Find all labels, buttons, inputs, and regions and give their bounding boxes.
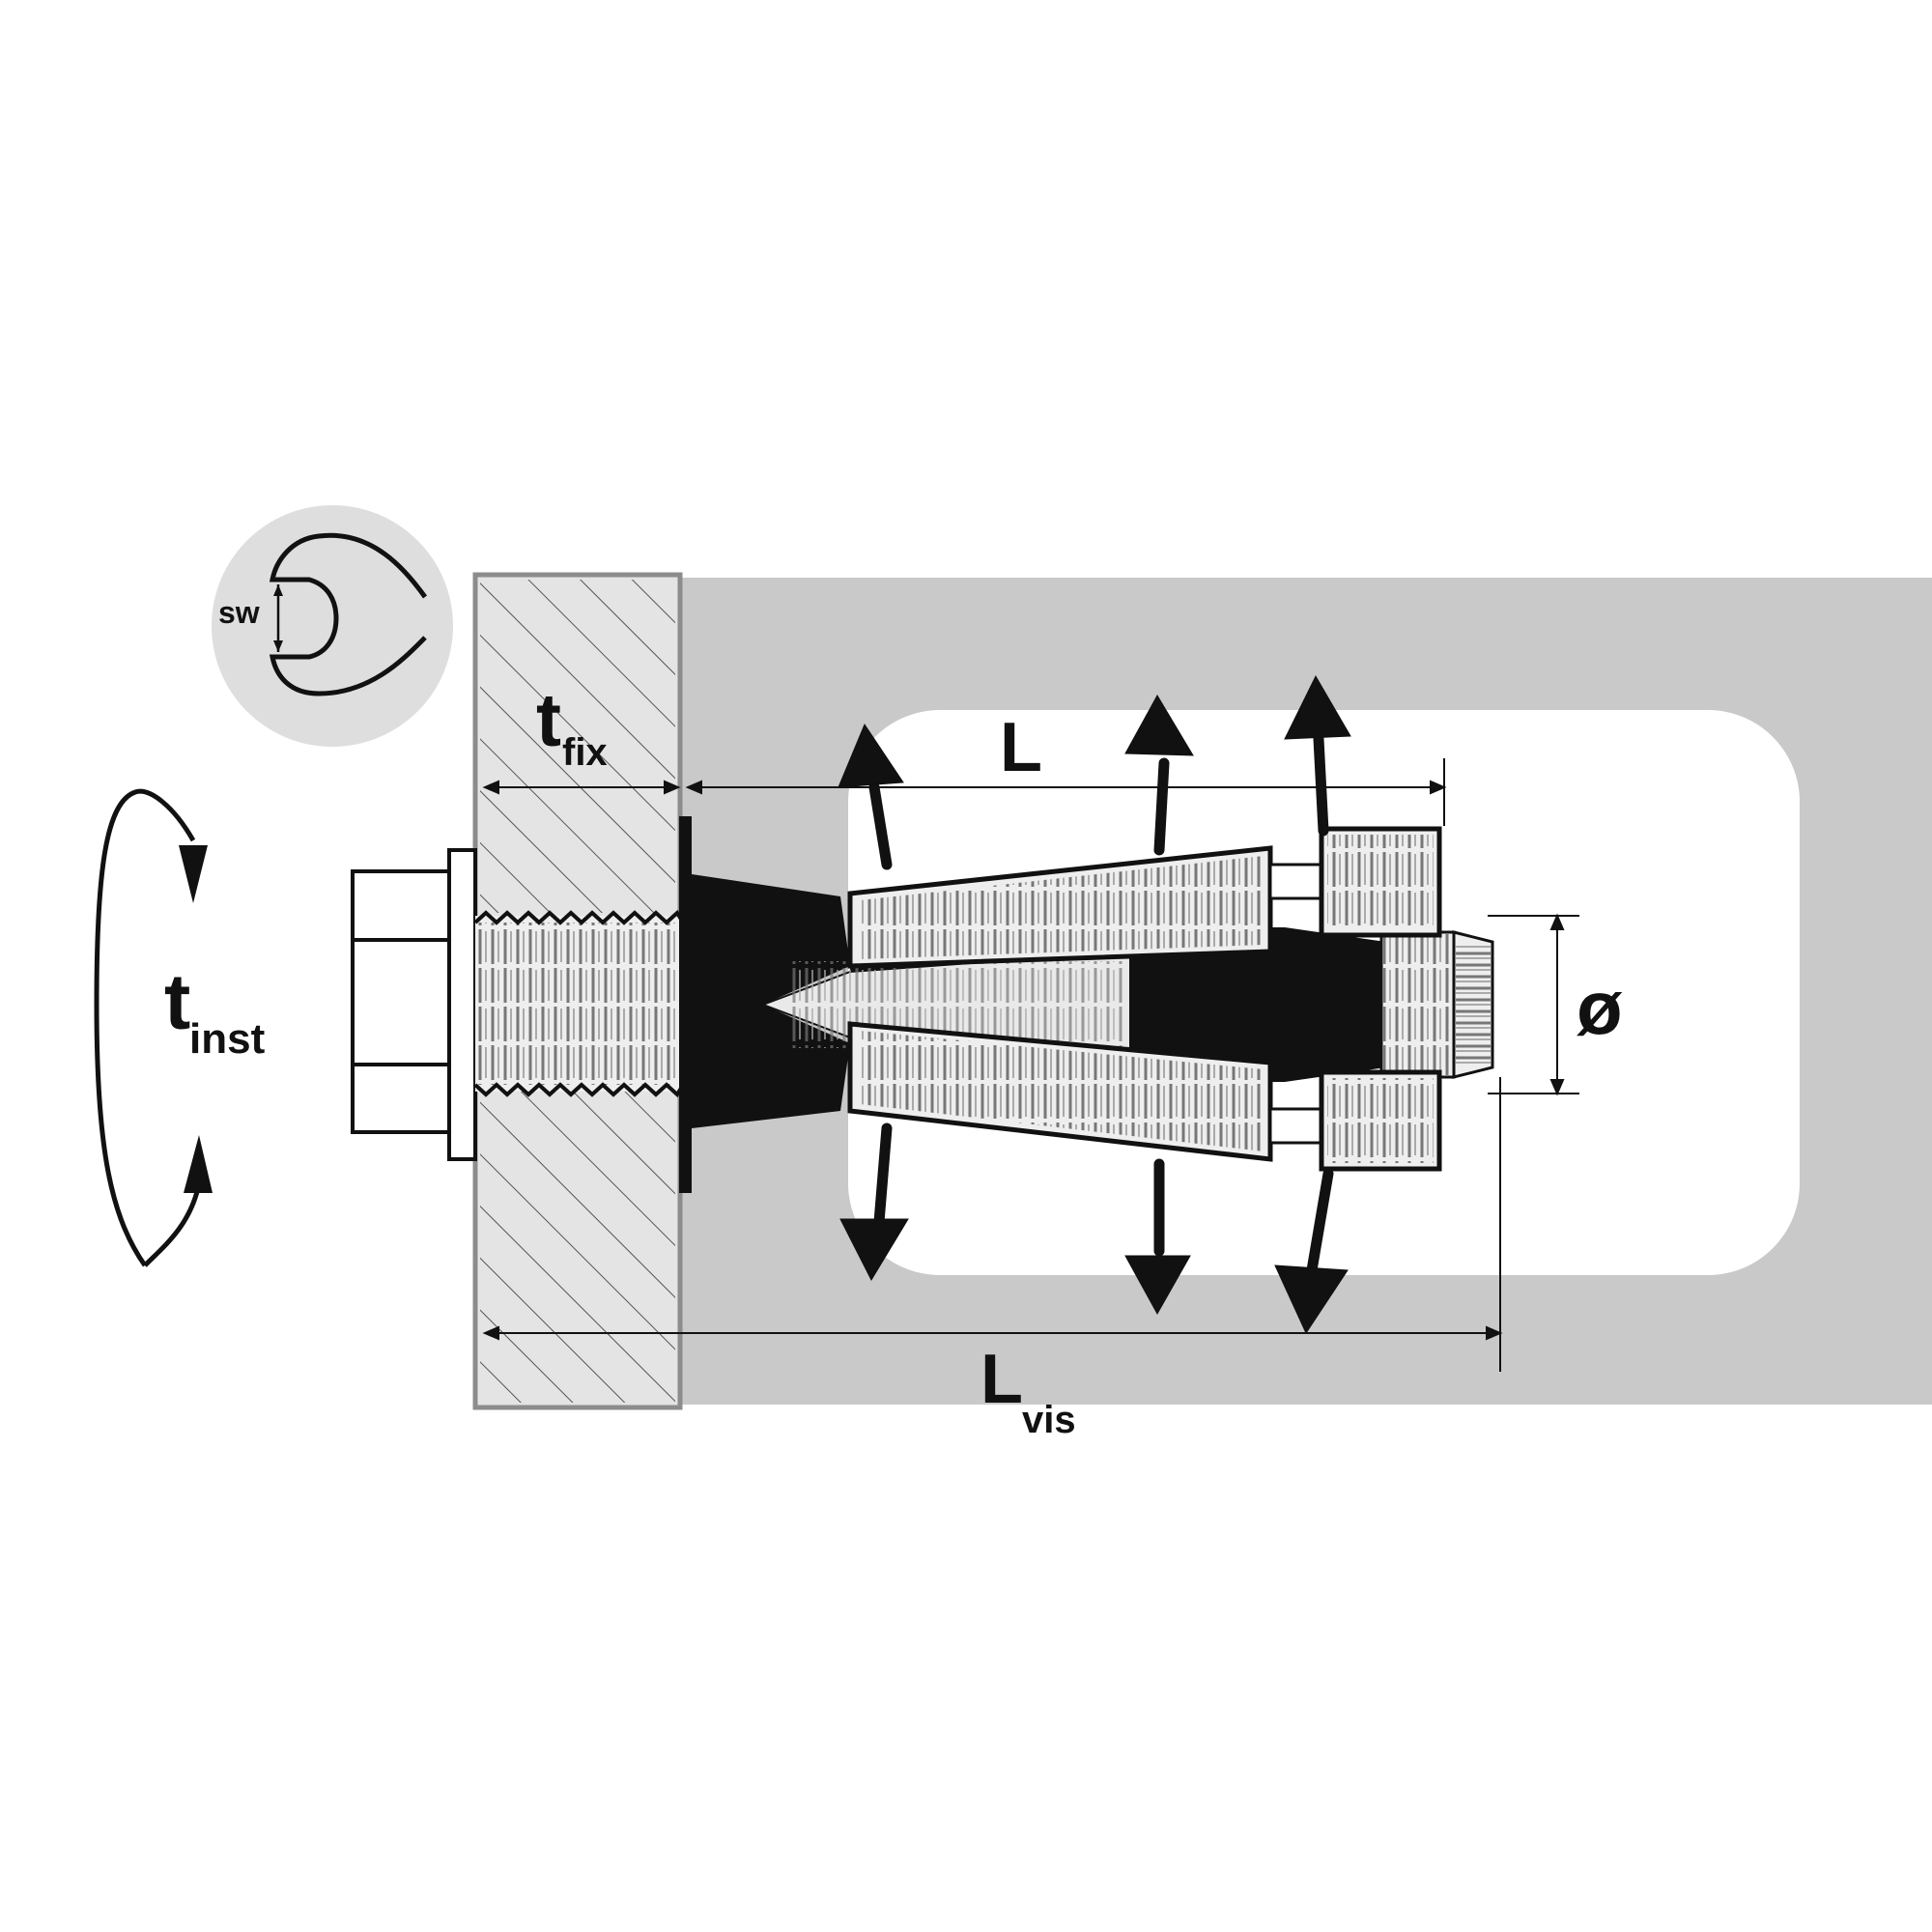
visible-length-label: L — [980, 1341, 1023, 1418]
expansion-cone — [692, 874, 850, 1128]
segment-link-bottom — [1268, 1107, 1325, 1145]
bolt-thread-bottom-edge — [473, 1082, 685, 1098]
install-torque-label: t — [164, 958, 190, 1046]
collar — [679, 816, 692, 1193]
rod-end-tip-threads — [1456, 945, 1491, 1065]
expansion-segment-bottom — [847, 1021, 1273, 1162]
wrench-badge — [212, 505, 453, 747]
fixture-thickness-label: t — [536, 677, 561, 762]
fixture-thickness-subscript: fix — [562, 731, 608, 774]
expansion-segment-top-right — [1319, 826, 1442, 938]
anchor-length-label: L — [1000, 709, 1042, 786]
expansion-arrow-icon — [838, 674, 1351, 1335]
expansion-segment-top — [847, 845, 1273, 969]
bolt-thread-lines — [475, 923, 683, 1085]
diameter-label: ø — [1577, 965, 1623, 1050]
wrench-size-arrow-bottom — [273, 640, 283, 652]
rotation-arrowhead-top — [179, 845, 208, 903]
segment-link-top — [1268, 863, 1325, 900]
wrench-icon — [269, 532, 428, 696]
rotation-arrowhead-bottom — [184, 1135, 213, 1193]
bolt-thread-top-edge — [473, 909, 685, 925]
wrench-size-label: sw — [218, 595, 260, 630]
install-torque-subscript: inst — [189, 1015, 266, 1063]
visible-length-subscript: vis — [1022, 1399, 1076, 1441]
fixture-hatch-bottom — [480, 1092, 675, 1403]
expansion-segment-bottom-right — [1319, 1069, 1442, 1172]
rotation-arrow-icon — [94, 788, 201, 1267]
dimension-lines — [482, 758, 1579, 1372]
rod-end-threads — [1383, 934, 1452, 1075]
washer — [447, 848, 477, 1161]
hex-nut — [351, 869, 451, 1134]
wrench-size-arrow-top — [273, 584, 283, 596]
fixture-hatch-top — [480, 580, 675, 913]
